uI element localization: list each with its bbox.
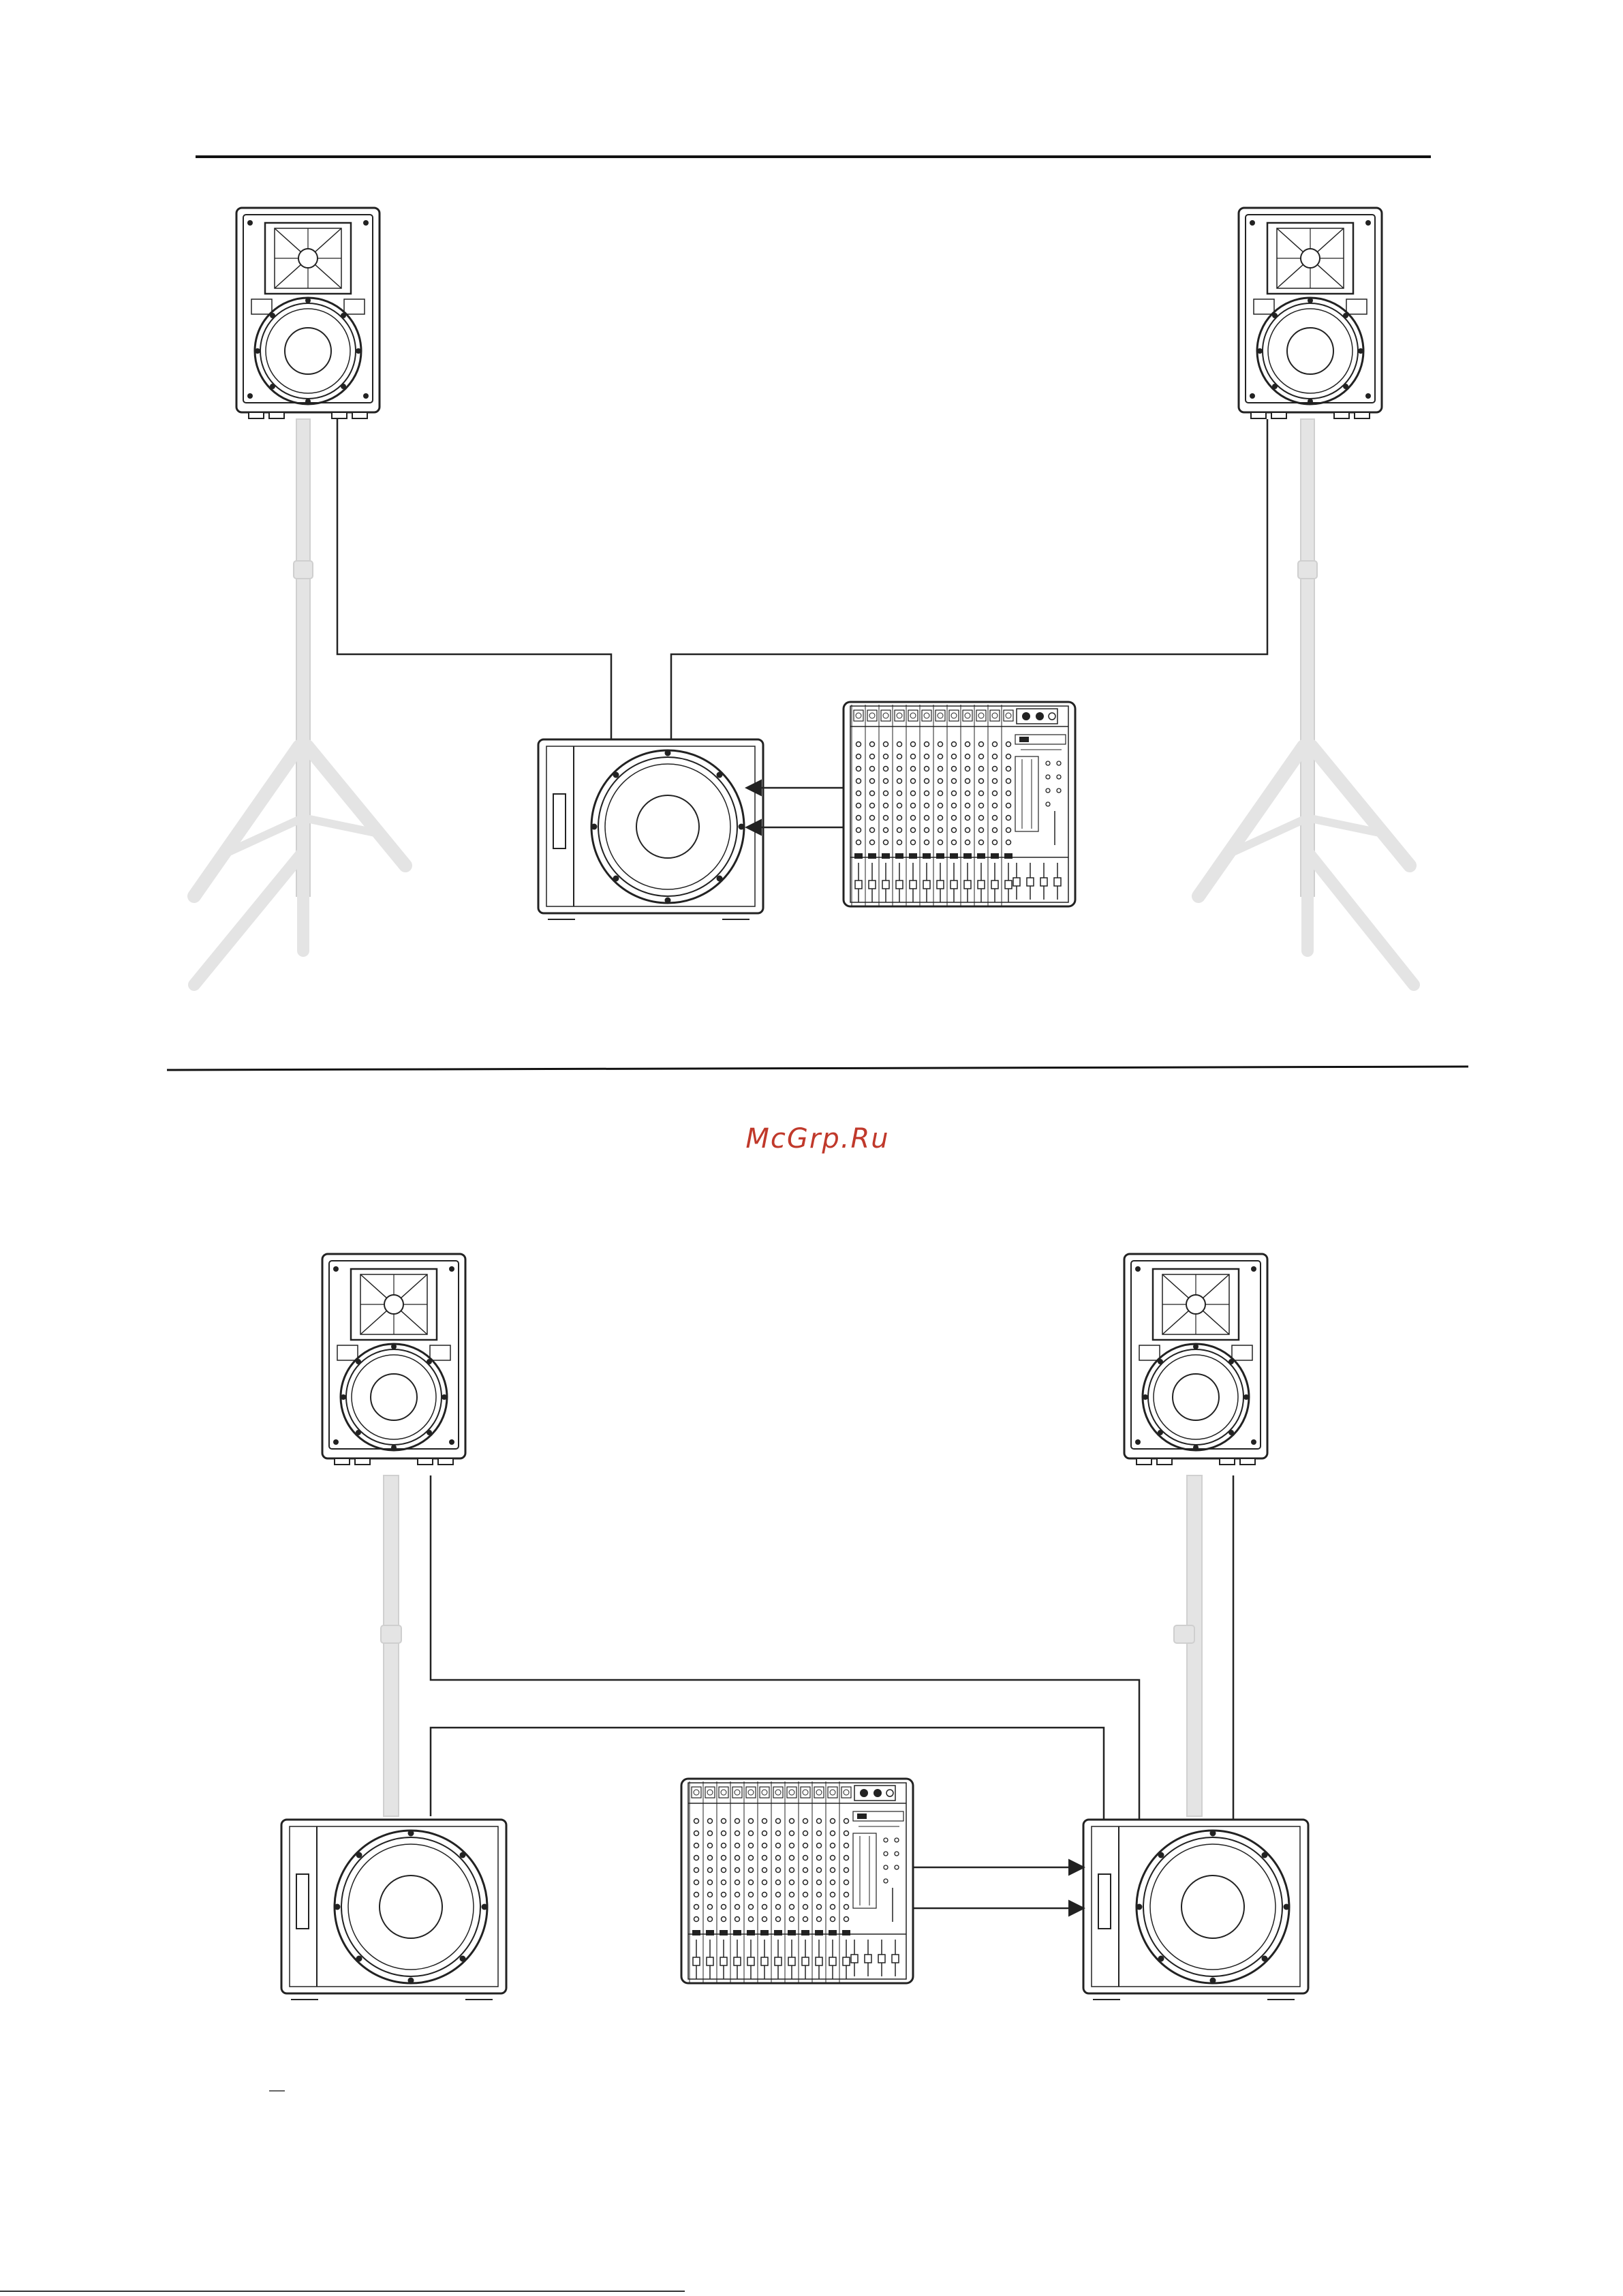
tripod-stand-left xyxy=(194,419,405,951)
subwoofer-center xyxy=(538,739,763,919)
speaker-bottom-left xyxy=(322,1254,465,1465)
stand-pole-left xyxy=(384,1475,399,1816)
mixer-unit xyxy=(844,702,1075,906)
speaker-top-left xyxy=(236,208,380,418)
watermark-text: McGrp.Ru xyxy=(715,1123,920,1154)
subwoofer-left xyxy=(281,1820,506,2000)
figure-2 xyxy=(281,1254,1308,2000)
cable-left-speaker-to-sub xyxy=(337,419,611,739)
subwoofer-right xyxy=(1083,1820,1308,2000)
cable-right-speaker-to-sub xyxy=(671,419,1267,739)
stand-pole-right xyxy=(1187,1475,1202,1816)
stand-leg-right xyxy=(1308,852,1414,985)
figure-1 xyxy=(194,208,1414,985)
middle-divider xyxy=(167,1067,1468,1070)
speaker-top-right xyxy=(1239,208,1382,418)
tripod-stand-right xyxy=(1199,419,1410,951)
mixer-unit-2 xyxy=(681,1779,913,1983)
speaker-bottom-right xyxy=(1124,1254,1267,1465)
cable-left-speaker-to-right-sub xyxy=(431,1475,1139,1820)
